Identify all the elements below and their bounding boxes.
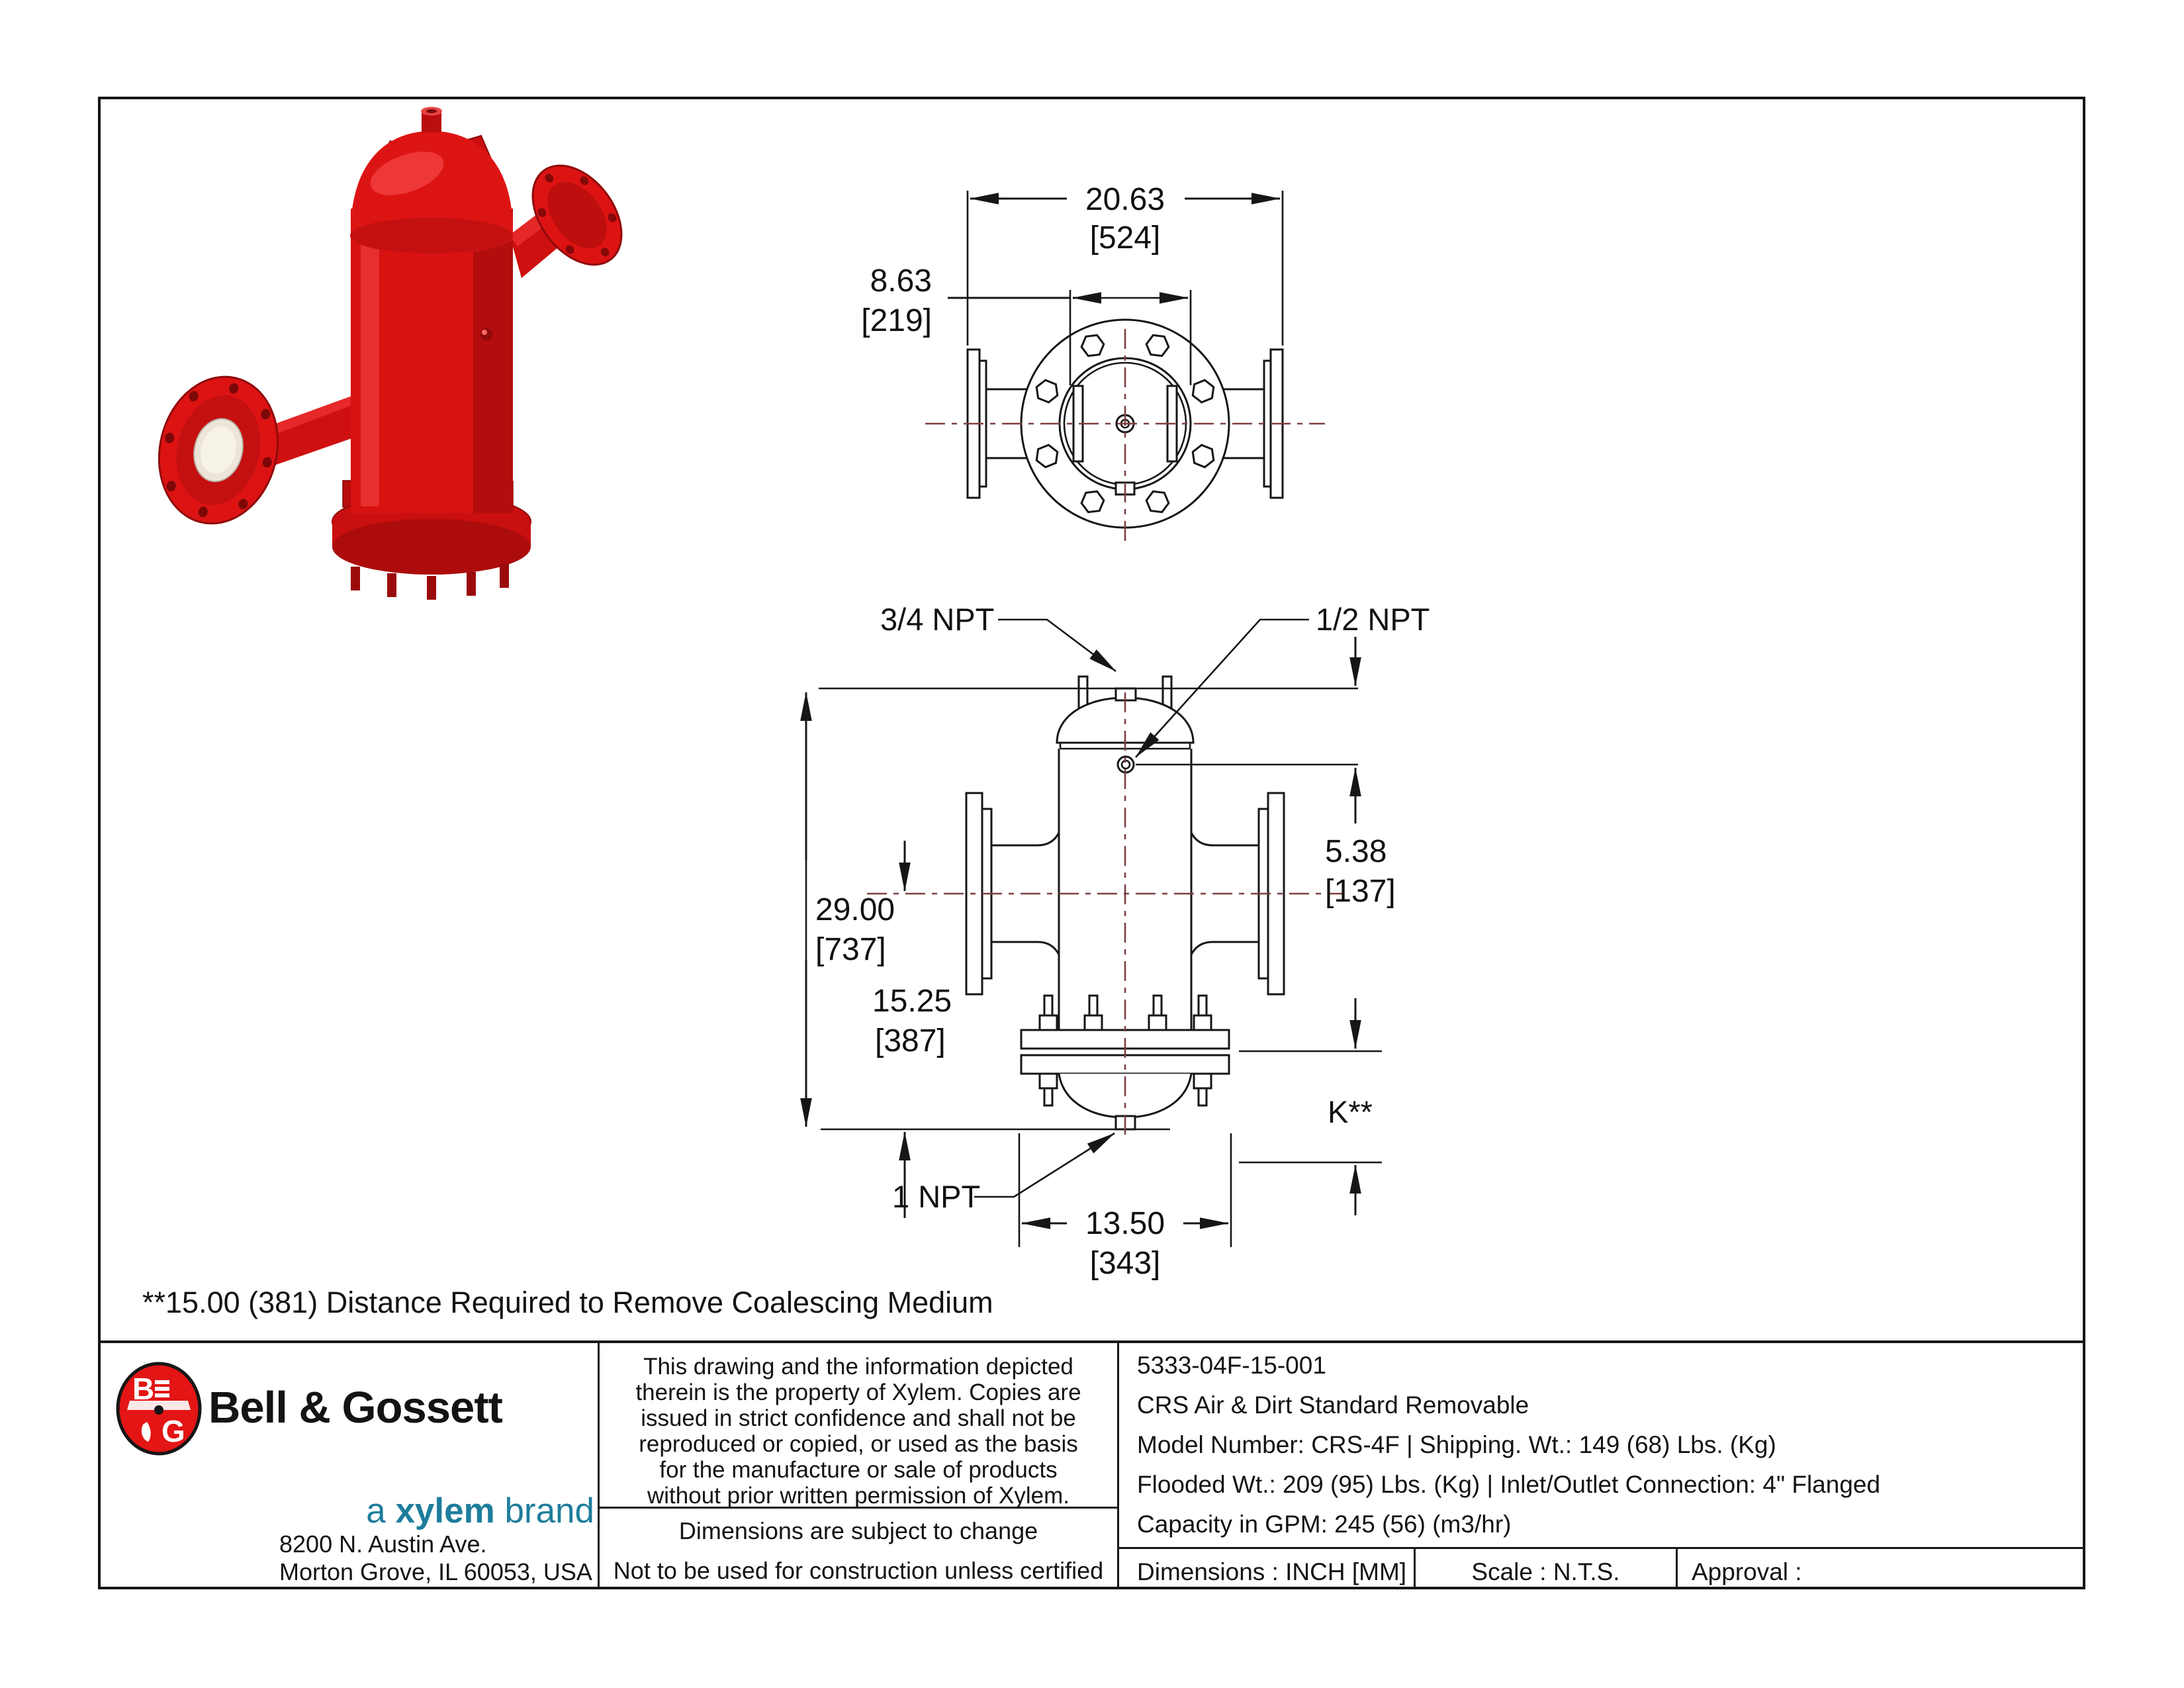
dim-top-to-port: 5.38 [137] <box>1325 637 1396 909</box>
bg-logo-flame <box>141 1422 151 1442</box>
titleblock-footer-divider-a <box>1414 1547 1416 1588</box>
part-capacity: Capacity in GPM: 245 (56) (m3/hr) <box>1137 1511 1512 1538</box>
dim-overall-height: 29.00 [737] <box>800 692 895 1127</box>
note-not-for-construction: Not to be used for construction unless c… <box>613 1557 1104 1584</box>
bg-logo-b: B <box>132 1372 154 1406</box>
photo-body-highlight <box>361 218 379 506</box>
front-joint-lower-plate <box>1020 1054 1230 1075</box>
titleblock-top-line <box>99 1340 2084 1343</box>
footer-scale: Scale : N.T.S. <box>1471 1558 1620 1585</box>
footer-approval: Approval : <box>1692 1558 1802 1585</box>
titleblock-legal-divider <box>598 1507 1119 1509</box>
titleblock-divider-2 <box>1117 1340 1119 1588</box>
brand-tagline-prefix: a <box>366 1491 396 1530</box>
bg-logo: B G <box>116 1362 202 1456</box>
dim-flange-od: 13.50 [343] <box>1018 1133 1232 1281</box>
dim-flange-od-extlines <box>1018 1133 1232 1247</box>
dim-inlet-to-bottom-mm: [387] <box>875 1023 946 1058</box>
npt-1-label: 1 NPT <box>892 1179 980 1214</box>
brand-name: Bell & Gossett <box>208 1383 503 1432</box>
legal-text: This drawing and the information depicte… <box>600 1354 1117 1509</box>
npt-12-label: 1/2 NPT <box>1316 602 1430 637</box>
titleblock-footer-divider-b <box>1676 1547 1678 1588</box>
legal-line-1: This drawing and the information depicte… <box>643 1354 1073 1380</box>
leader-npt-12: 1/2 NPT <box>1135 602 1430 758</box>
photo-top-nipple-bore <box>426 109 437 113</box>
part-description: CRS Air & Dirt Standard Removable <box>1137 1391 1529 1419</box>
photo-port-highlight <box>482 330 487 335</box>
front-shell <box>1058 749 1193 1030</box>
dim-inlet-to-bottom-in: 15.25 <box>872 984 952 1019</box>
npt-12-leader <box>1135 618 1309 758</box>
dim-shell-od-in: 8.63 <box>870 263 932 299</box>
npt-34-label: 3/4 NPT <box>880 602 994 637</box>
npt-34-leader <box>998 618 1116 673</box>
brand-tagline-bold: xylem <box>395 1491 495 1530</box>
note-dimensions-change: Dimensions are subject to change <box>678 1517 1038 1544</box>
bg-logo-dot <box>154 1405 163 1415</box>
dim-shell-od-extlines <box>1069 290 1192 385</box>
dim-overall-width-in: 20.63 <box>1085 182 1165 217</box>
legal-line-5: for the manufacture or sale of products <box>659 1457 1058 1483</box>
brand-address: 8200 N. Austin Ave. Morton Grove, IL 600… <box>279 1530 592 1586</box>
legal-line-3: issued in strict confidence and shall no… <box>641 1405 1076 1431</box>
dim-overall-width: 20.63 [524] <box>966 182 1284 346</box>
photo-dome-base <box>350 218 513 254</box>
topview-hex-nuts <box>1035 334 1215 514</box>
front-view: 29.00 [737] 15.25 [387] 5.38 [137] K** <box>800 602 1430 1281</box>
brand-tagline: a xylem brand <box>265 1491 594 1531</box>
footnote: **15.00 (381) Distance Required to Remov… <box>142 1286 993 1319</box>
sheet-border <box>98 97 2085 1589</box>
dim-shell-od-mm: [219] <box>861 303 932 338</box>
leader-npt-1: 1 NPT <box>892 1132 1115 1214</box>
brand-tagline-suffix: brand <box>494 1491 594 1530</box>
front-left-pipe <box>991 832 1060 955</box>
photo-left-pipe <box>265 396 352 469</box>
dim-overall-width-extlines <box>966 191 1284 346</box>
photo-dome-highlight <box>370 152 444 195</box>
footer-dimensions-units: Dimensions : INCH [MM] <box>1137 1558 1407 1585</box>
photo-right-flange <box>531 164 623 266</box>
front-right-pipe <box>1190 832 1259 955</box>
dim-top-to-port-mm: [137] <box>1325 874 1396 909</box>
dim-overall-height-mm: [737] <box>815 932 886 967</box>
part-flooded-connection: Flooded Wt.: 209 (95) Lbs. (Kg) | Inlet/… <box>1137 1471 1881 1498</box>
dim-shell-od: 8.63 [219] <box>861 263 1192 385</box>
product-photo-3d <box>158 107 623 600</box>
drawing-number: 5333-04F-15-001 <box>1137 1352 1326 1379</box>
photo-left-pipe-highlight <box>265 396 352 438</box>
dim-flange-od-in: 13.50 <box>1085 1206 1165 1241</box>
dim-overall-width-mm: [524] <box>1090 220 1161 256</box>
brand-address-line1: 8200 N. Austin Ave. <box>279 1530 487 1558</box>
dim-k-label: K** <box>1328 1094 1373 1129</box>
dim-overall-height-in: 29.00 <box>815 892 895 927</box>
legal-line-2: therein is the property of Xylem. Copies… <box>635 1380 1081 1405</box>
titleblock-divider-1 <box>598 1340 600 1588</box>
photo-body-shade <box>473 209 513 513</box>
topview-pipes <box>986 388 1264 459</box>
bg-logo-g: G <box>161 1414 185 1448</box>
dim-k-clearance: K** <box>1239 998 1382 1215</box>
top-view: 20.63 [524] 8.63 [219] <box>861 182 1325 544</box>
titleblock-footer-divider <box>1117 1547 2084 1549</box>
npt-1-leader <box>974 1132 1115 1198</box>
brand-address-line2: Morton Grove, IL 60053, USA <box>279 1558 592 1585</box>
leader-npt-34: 3/4 NPT <box>880 602 1116 673</box>
dim-flange-od-mm: [343] <box>1090 1246 1161 1281</box>
photo-left-flange <box>158 375 279 525</box>
part-model-shipping: Model Number: CRS-4F | Shipping. Wt.: 14… <box>1137 1431 1776 1458</box>
dim-inlet-to-bottom: 15.25 [387] <box>872 841 952 1218</box>
bg-logo-arrows <box>155 1380 169 1397</box>
dim-top-to-port-in: 5.38 <box>1325 834 1387 869</box>
photo-port <box>480 328 492 340</box>
dim-k-ref-lines <box>1239 1050 1382 1164</box>
legal-line-4: reproduced or copied, or used as the bas… <box>639 1431 1078 1457</box>
legal-line-6: without prior written permission of Xyle… <box>647 1483 1069 1509</box>
topview-right-flange-lip <box>1263 359 1272 488</box>
